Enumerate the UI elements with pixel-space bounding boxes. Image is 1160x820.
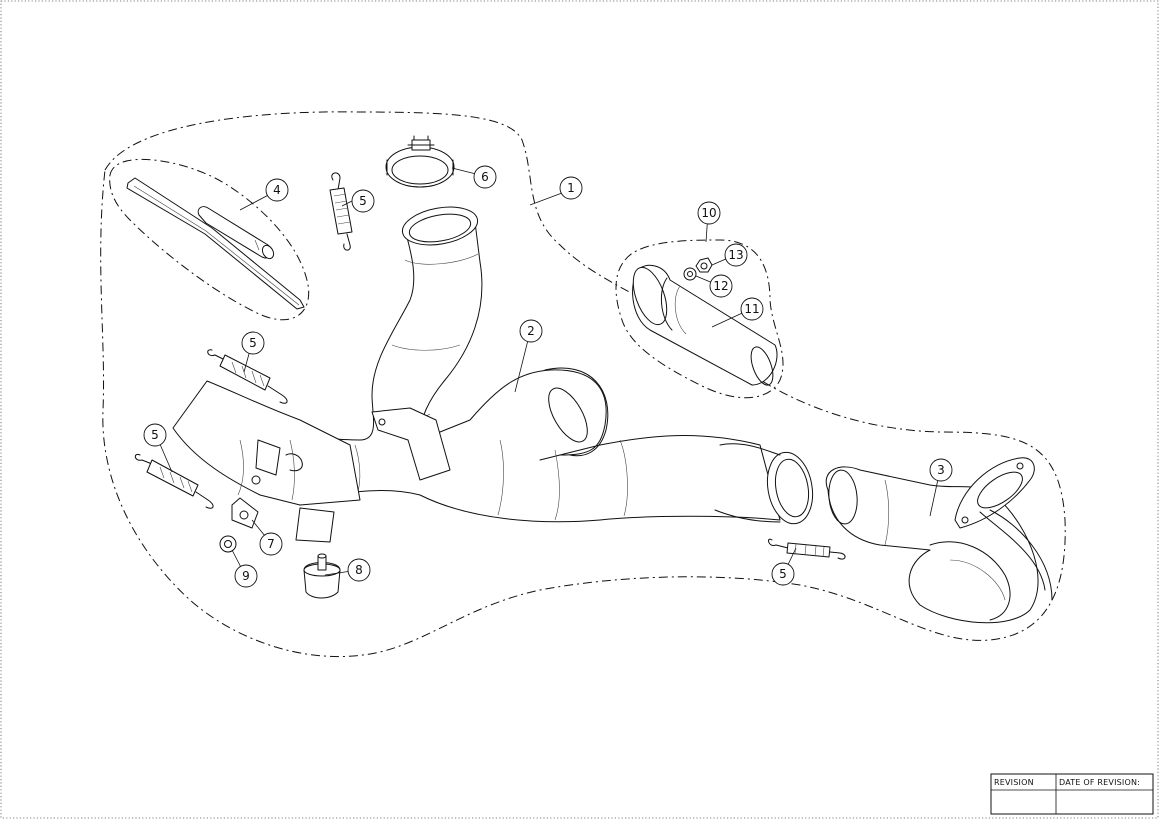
callout-5-left-b: 5	[143, 423, 167, 447]
part-5-spring-left-a	[207, 349, 288, 404]
part-5-spring-right	[768, 538, 846, 560]
svg-text:5: 5	[249, 336, 257, 350]
part-6-clamp	[385, 135, 455, 188]
svg-text:10: 10	[701, 206, 716, 220]
callout-9: 9	[234, 564, 258, 588]
svg-text:4: 4	[273, 183, 281, 197]
callout-1: 1	[559, 176, 583, 200]
part-3-link-pipe	[825, 457, 1053, 624]
callout-5-top: 5	[351, 189, 375, 213]
revision-title-block: REVISION DATE OF REVISION:	[990, 773, 1154, 815]
svg-text:5: 5	[359, 194, 367, 208]
kit-10-boundary	[615, 239, 784, 399]
callout-12: 12	[709, 274, 733, 298]
svg-text:12: 12	[713, 279, 728, 293]
callout-6: 6	[473, 165, 497, 189]
callout-5-right: 5	[771, 562, 795, 586]
callout-2: 2	[519, 319, 543, 343]
callout-5-left-a: 5	[241, 331, 265, 355]
part-2-y-pipe	[239, 206, 814, 525]
part-5-spring-left-b	[134, 453, 214, 509]
svg-text:3: 3	[937, 463, 945, 477]
svg-text:6: 6	[481, 170, 489, 184]
kit-4-boundary	[109, 158, 310, 321]
part-7-bracket	[231, 497, 259, 529]
svg-text:5: 5	[151, 428, 159, 442]
callout-3: 3	[929, 458, 953, 482]
svg-text:9: 9	[242, 569, 250, 583]
part-11-sleeve	[632, 264, 778, 386]
svg-text:8: 8	[355, 563, 363, 577]
callout-11: 11	[740, 297, 764, 321]
part-9-nut	[219, 535, 237, 553]
callout-7: 7	[259, 532, 283, 556]
assembly-1-boundary	[100, 111, 1066, 658]
part-8-rubber-mount	[303, 553, 341, 599]
callout-10: 10	[697, 201, 721, 225]
part-13-nut	[695, 257, 713, 273]
part-4-strap-and-sleeve	[126, 177, 305, 310]
callout-8: 8	[347, 558, 371, 582]
part-12-washer	[683, 267, 697, 281]
part-5-spring-top	[329, 172, 353, 251]
date-of-revision-label: DATE OF REVISION:	[1059, 778, 1140, 787]
svg-text:2: 2	[527, 324, 535, 338]
svg-text:13: 13	[728, 248, 743, 262]
left-header-pipe	[172, 380, 361, 543]
svg-text:11: 11	[744, 302, 759, 316]
callout-13: 13	[724, 243, 748, 267]
callout-4: 4	[265, 178, 289, 202]
svg-text:1: 1	[567, 181, 575, 195]
svg-text:5: 5	[779, 567, 787, 581]
revision-label: REVISION	[994, 778, 1034, 787]
svg-text:7: 7	[267, 537, 275, 551]
